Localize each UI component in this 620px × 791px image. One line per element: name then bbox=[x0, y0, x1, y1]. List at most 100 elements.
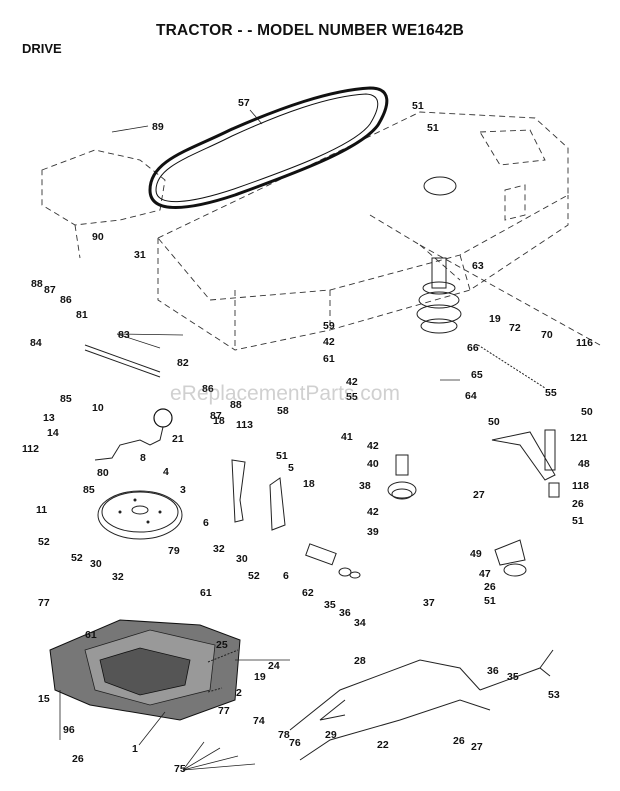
idler-pulley-stack bbox=[416, 257, 462, 334]
callout-21: 21 bbox=[172, 433, 184, 445]
callout-72: 72 bbox=[509, 322, 521, 334]
linkage-rods bbox=[289, 649, 554, 761]
callout-52: 52 bbox=[71, 552, 83, 564]
brackets bbox=[231, 429, 556, 566]
callout-30: 30 bbox=[90, 558, 102, 570]
callout-8: 8 bbox=[140, 452, 146, 464]
callout-3: 3 bbox=[180, 484, 186, 496]
callout-53: 53 bbox=[548, 689, 560, 701]
callout-61: 61 bbox=[323, 353, 335, 365]
callout-74: 74 bbox=[253, 715, 265, 727]
callout-13: 13 bbox=[43, 412, 55, 424]
bushing-parts bbox=[305, 543, 361, 579]
callout-27: 27 bbox=[473, 489, 485, 501]
callout-6: 6 bbox=[283, 570, 289, 582]
callout-79: 79 bbox=[168, 545, 180, 557]
callout-42: 42 bbox=[367, 440, 379, 452]
callout-55: 55 bbox=[545, 387, 557, 399]
callout-87: 87 bbox=[210, 410, 222, 422]
callout-49: 49 bbox=[470, 548, 482, 560]
callout-77: 77 bbox=[38, 597, 50, 609]
callout-51: 51 bbox=[484, 595, 496, 607]
callout-35: 35 bbox=[324, 599, 336, 611]
callout-11: 11 bbox=[36, 504, 47, 516]
callout-2: 2 bbox=[236, 687, 242, 699]
callout-80: 80 bbox=[97, 467, 109, 479]
callout-52: 52 bbox=[248, 570, 260, 582]
shift-linkage bbox=[84, 344, 173, 461]
callout-82: 82 bbox=[177, 357, 189, 369]
page-title: TRACTOR - - MODEL NUMBER WE1642B bbox=[155, 22, 465, 39]
callout-84: 84 bbox=[30, 337, 42, 349]
callout-34: 34 bbox=[354, 617, 366, 629]
callout-50: 50 bbox=[581, 406, 593, 418]
callout-59: 59 bbox=[323, 320, 335, 332]
callout-61: 61 bbox=[200, 587, 212, 599]
callout-19: 19 bbox=[489, 313, 501, 325]
callout-22: 22 bbox=[377, 739, 389, 751]
transmission-pulley bbox=[97, 490, 183, 540]
callout-19: 19 bbox=[254, 671, 266, 683]
callout-36: 36 bbox=[339, 607, 351, 619]
callout-6: 6 bbox=[203, 517, 209, 529]
callout-38: 38 bbox=[359, 480, 371, 492]
callout-32: 32 bbox=[213, 543, 225, 555]
callout-113: 113 bbox=[236, 419, 253, 431]
callout-24: 24 bbox=[268, 660, 280, 672]
callout-42: 42 bbox=[367, 506, 379, 518]
callout-96: 96 bbox=[63, 724, 75, 736]
callout-65: 65 bbox=[471, 369, 483, 381]
callout-88: 88 bbox=[31, 278, 43, 290]
callout-83: 83 bbox=[118, 329, 130, 341]
watermark: eReplacementParts.com bbox=[170, 382, 400, 405]
callout-42: 42 bbox=[323, 336, 335, 348]
callout-86: 86 bbox=[60, 294, 72, 306]
callout-15: 15 bbox=[38, 693, 50, 705]
callout-90: 90 bbox=[92, 231, 104, 243]
callout-58: 58 bbox=[277, 405, 289, 417]
callout-76: 76 bbox=[289, 737, 301, 749]
springs bbox=[207, 344, 546, 693]
callout-50: 50 bbox=[488, 416, 500, 428]
callout-51: 51 bbox=[412, 100, 424, 112]
callout-14: 14 bbox=[47, 427, 59, 439]
callout-10: 10 bbox=[92, 402, 104, 414]
callout-85: 85 bbox=[60, 393, 72, 405]
callout-18: 18 bbox=[213, 415, 225, 427]
callout-81: 81 bbox=[76, 309, 88, 321]
callout-86: 86 bbox=[202, 383, 214, 395]
callout-47: 47 bbox=[479, 568, 491, 580]
callout-51: 51 bbox=[572, 515, 584, 527]
callout-32: 32 bbox=[112, 571, 124, 583]
callout-36: 36 bbox=[487, 665, 499, 677]
callout-42: 42 bbox=[346, 376, 358, 388]
callout-77: 77 bbox=[218, 705, 230, 717]
callout-25: 25 bbox=[216, 639, 228, 651]
callout-31: 31 bbox=[134, 249, 146, 261]
callout-40: 40 bbox=[367, 458, 379, 470]
callout-26: 26 bbox=[453, 735, 465, 747]
callout-62: 62 bbox=[302, 587, 314, 599]
callout-35: 35 bbox=[507, 671, 519, 683]
callout-61: 61 bbox=[85, 629, 97, 641]
callout-1: 1 bbox=[132, 743, 138, 755]
callout-48: 48 bbox=[578, 458, 590, 470]
callout-88: 88 bbox=[230, 399, 242, 411]
callout-51: 51 bbox=[427, 122, 439, 134]
callout-26: 26 bbox=[72, 753, 84, 765]
callout-52: 52 bbox=[38, 536, 50, 548]
small-pulleys bbox=[387, 454, 560, 577]
callout-27: 27 bbox=[471, 741, 483, 753]
callout-89: 89 bbox=[152, 121, 164, 133]
callout-75: 75 bbox=[174, 763, 186, 775]
callout-26: 26 bbox=[572, 498, 584, 510]
callout-18: 18 bbox=[303, 478, 315, 490]
callout-116: 116 bbox=[576, 337, 593, 349]
callout-70: 70 bbox=[541, 329, 553, 341]
callout-41: 41 bbox=[341, 431, 353, 443]
callout-labels: 57 51 51 89 90 31 63 19 72 70 116 88 87 … bbox=[22, 97, 593, 775]
callout-37: 37 bbox=[423, 597, 435, 609]
callout-66: 66 bbox=[467, 342, 479, 354]
callout-112: 112 bbox=[22, 443, 39, 455]
